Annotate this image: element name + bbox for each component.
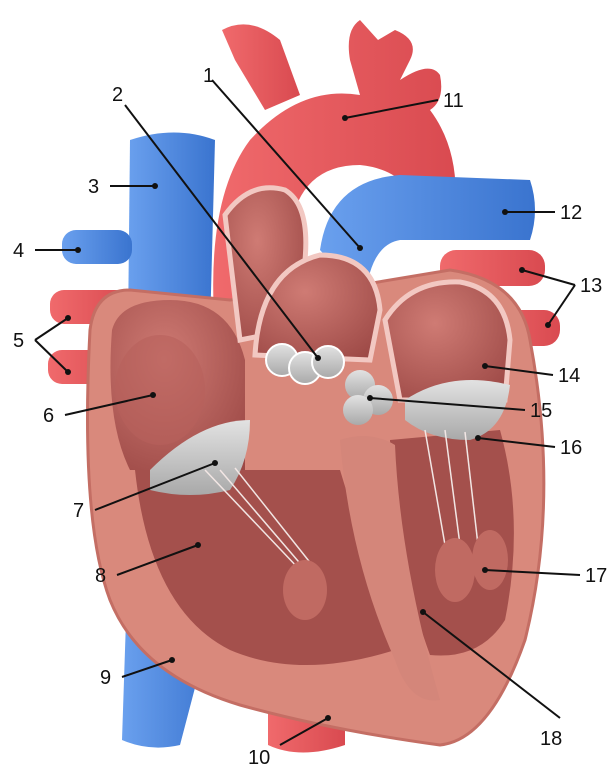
label-17: 17 <box>585 565 607 587</box>
label-10: 10 <box>248 747 270 769</box>
papillary-muscle-left-b <box>472 530 508 590</box>
label-9: 9 <box>100 667 111 689</box>
label-14: 14 <box>558 365 580 387</box>
papillary-muscle-right <box>283 560 327 620</box>
right-pulmonary-vein-upper <box>62 230 132 264</box>
label-18: 18 <box>540 728 562 750</box>
label-16: 16 <box>560 437 582 459</box>
label-1: 1 <box>203 65 214 87</box>
label-7: 7 <box>73 500 84 522</box>
label-8: 8 <box>95 565 106 587</box>
brachiocephalic-artery <box>222 24 300 110</box>
label-6: 6 <box>43 405 54 427</box>
label-15: 15 <box>530 400 552 422</box>
label-11: 11 <box>443 90 464 112</box>
label-13: 13 <box>580 275 602 297</box>
label-12: 12 <box>560 202 582 224</box>
label-2: 2 <box>112 84 123 106</box>
label-4: 4 <box>13 240 24 262</box>
label-3: 3 <box>88 176 99 198</box>
label-5: 5 <box>13 330 24 352</box>
papillary-muscle-left-a <box>435 538 475 602</box>
